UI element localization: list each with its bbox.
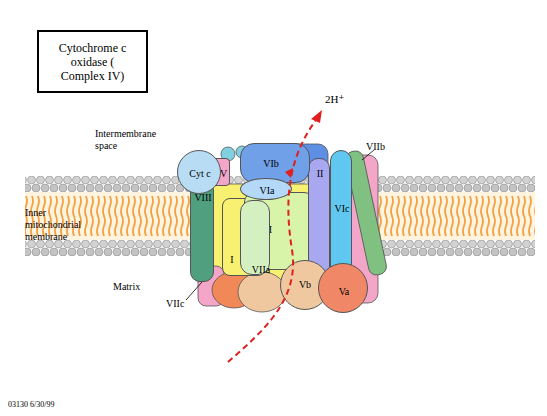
subunit-shape: VIb (240, 143, 310, 183)
arrow-head (311, 110, 322, 123)
subunit-label: VIa (260, 185, 275, 196)
diagram-title: Cytochrome c oxidase ( Complex IV) (51, 41, 135, 83)
subunit-label: Cyt c (189, 168, 210, 179)
region-label: Intermembrane space (95, 128, 157, 152)
subunit-label: Vb (299, 279, 311, 290)
cytochrome-c-circle: Cyt c (177, 150, 221, 194)
callout-label: VIIc (166, 298, 196, 310)
callout-label: VIIb (366, 141, 396, 153)
subunit-back (238, 272, 286, 312)
region-label: Inner mitochondrial membrane (25, 207, 87, 243)
subunit-shape: VIa (240, 178, 292, 200)
leader-line (186, 282, 202, 300)
subunit-shape: Va (318, 263, 368, 313)
proton-path-arrow (228, 120, 316, 362)
subunit-shape: VIII (190, 180, 214, 282)
subunit-label: VIc (335, 203, 350, 214)
region-label: Matrix (113, 281, 153, 293)
figure-code: 03130 6/30/99 (8, 400, 98, 410)
proton-label: 2H⁺ (325, 93, 365, 106)
subunit-label: Va (339, 286, 350, 297)
subunit-label: VIIa (252, 264, 270, 275)
subunit-label: VIb (263, 158, 279, 169)
subunit-label: II (317, 168, 324, 179)
subunit-label: I (230, 254, 233, 265)
subunit-shape: VIIa (240, 200, 270, 275)
title-box: Cytochrome c oxidase ( Complex IV) (37, 30, 148, 93)
